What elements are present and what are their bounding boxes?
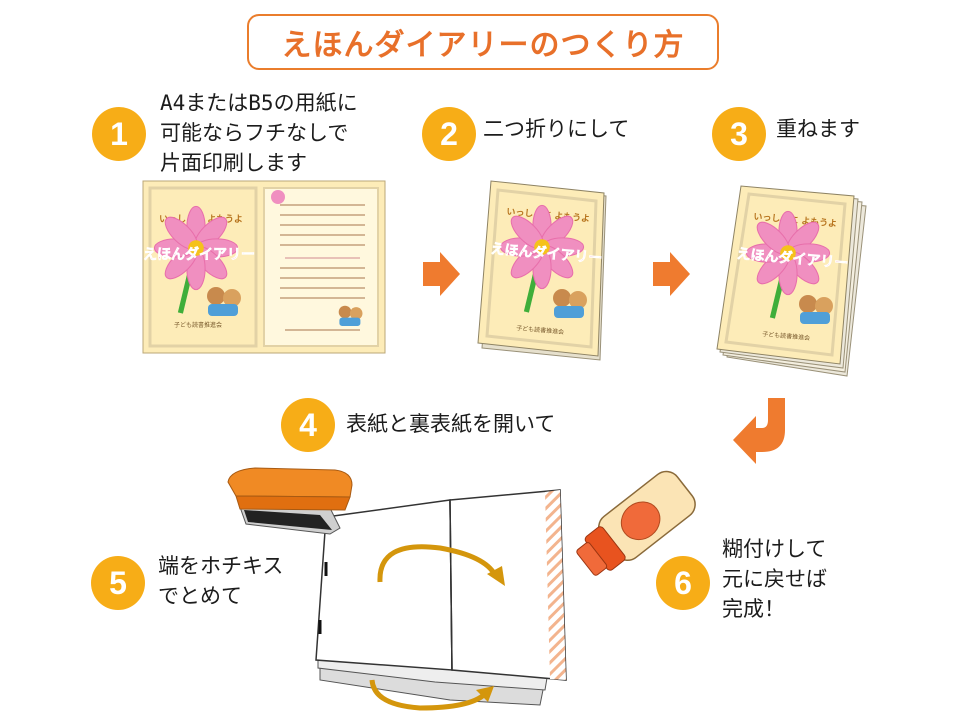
glue-stick-icon <box>576 470 696 576</box>
step-3-text: 重ねます <box>776 117 860 141</box>
open-booklet-illustration <box>315 489 567 711</box>
step-1-text: A4またはB5の用紙に 可能ならフチなしで 片面印刷します <box>160 91 358 175</box>
arrow-right-icon <box>423 252 460 296</box>
u-turn-arrow-icon <box>733 398 785 464</box>
step-5-text: 端をホチキス でとめて <box>158 554 284 608</box>
step-2-badge: 2 <box>422 107 476 161</box>
arrow-right-icon <box>653 252 690 296</box>
step-4-text: 表紙と裏表紙を開いて <box>346 412 556 436</box>
sheet-cover-title: えほんダイアリー <box>143 246 255 263</box>
step-6-badge: 6 <box>656 556 710 610</box>
printed-sheet-illustration: いっしょに よもうよ えほんダイアリー 子ども読書推進会 <box>142 180 386 354</box>
sheet-footer: 子ども読書推進会 <box>174 321 222 329</box>
page-title: えほんダイアリーのつくり方 <box>247 14 719 70</box>
step-3-badge: 3 <box>712 107 766 161</box>
turn-page-arrow-icon <box>369 679 487 711</box>
folded-booklet-illustration: いっしょに よもうよ えほんダイアリー 子ども読書推進会 <box>477 180 607 361</box>
step-6-text: 糊付けして 元に戻せば 完成！ <box>722 537 827 621</box>
stacked-booklets-illustration: いっしょに よもうよ えほんダイアリー 子ども読書推進会 <box>716 185 867 377</box>
step-1-badge: 1 <box>92 107 146 161</box>
step-5-badge: 5 <box>91 556 145 610</box>
stapler-icon <box>227 467 353 535</box>
turn-page-arrow-icon <box>377 544 498 583</box>
step-2-text: 二つ折りにして <box>483 117 630 141</box>
step-4-badge: 4 <box>281 398 335 452</box>
